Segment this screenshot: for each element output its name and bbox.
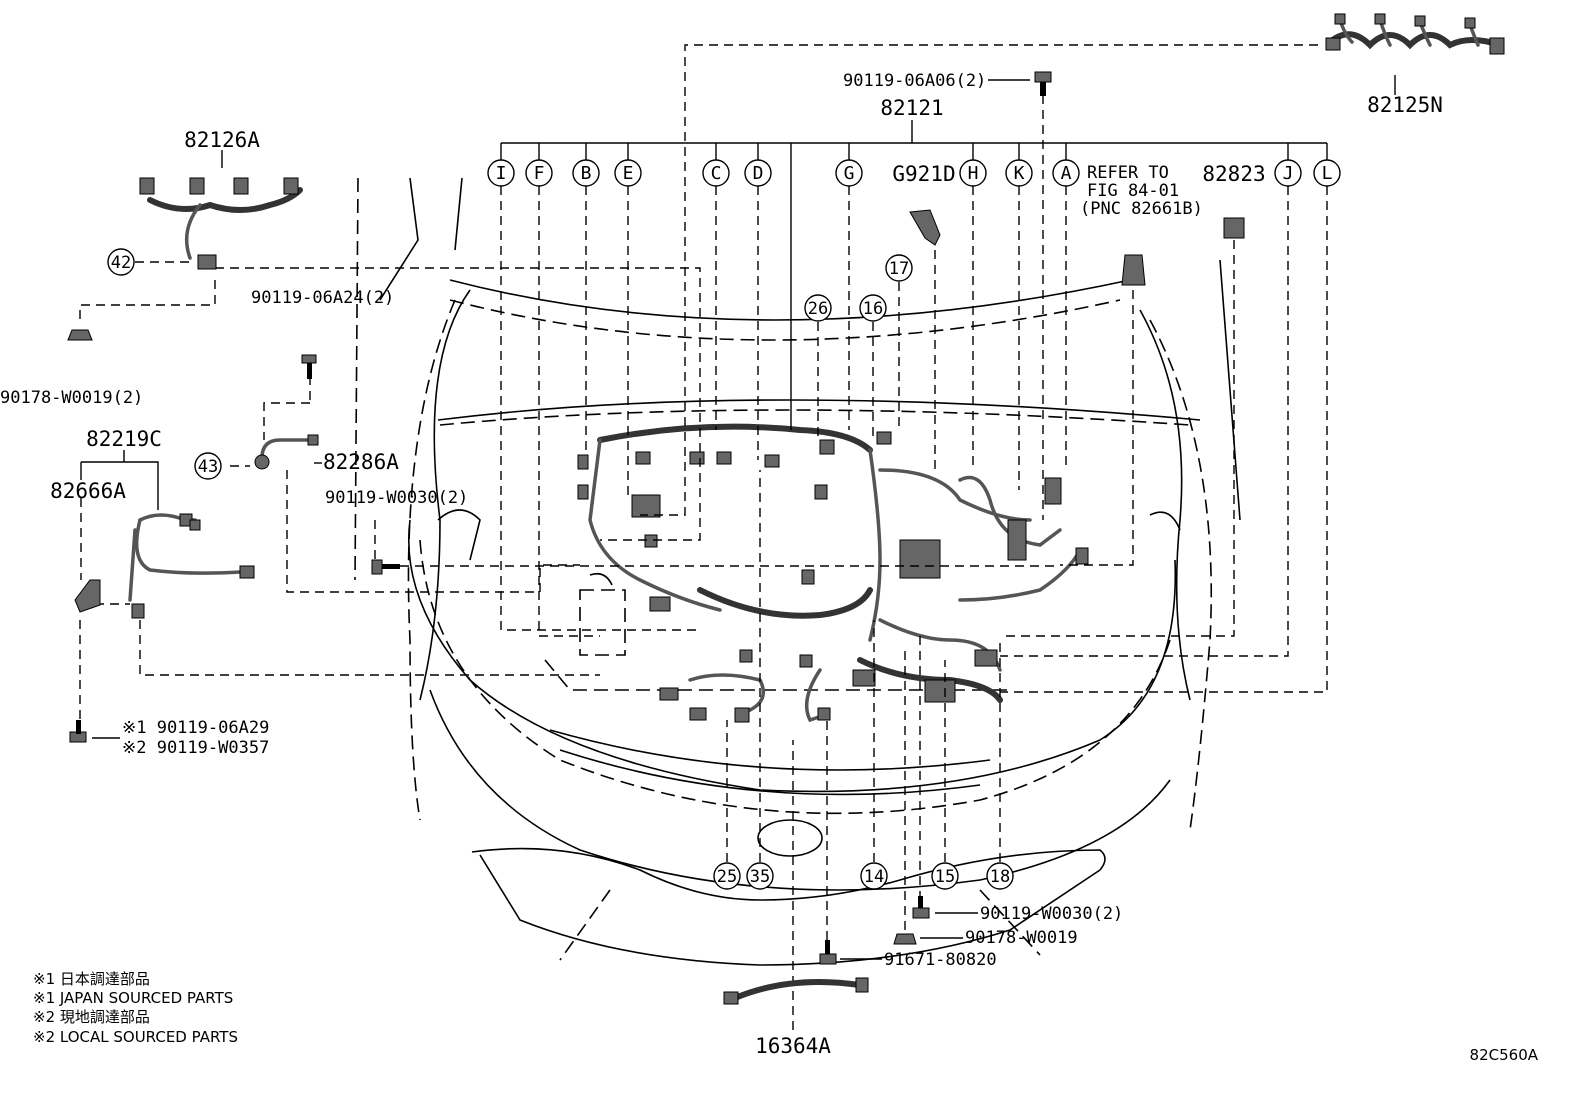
callout-26: 26	[808, 299, 828, 319]
label-90119-w0030-bottom[interactable]: 90119-W0030(2)	[980, 904, 1123, 924]
callout-letter-j: J	[1283, 163, 1294, 184]
sourcing-notes: ※1 日本調達部品 ※1 JAPAN SOURCED PARTS ※2 現地調達…	[33, 970, 238, 1046]
callout-letter-f: F	[534, 163, 545, 184]
bolt-06a06-icon[interactable]	[1034, 71, 1052, 96]
note-1-jp: ※1 日本調達部品	[33, 970, 150, 988]
clip-90178-icon[interactable]	[67, 329, 93, 341]
callout-16: 16	[863, 299, 883, 319]
label-82286a[interactable]: 82286A	[323, 450, 399, 474]
callout-14: 14	[864, 867, 884, 887]
bolt-80820-icon[interactable]	[819, 940, 837, 965]
callout-35: 35	[750, 867, 770, 887]
label-90119-w0030-left[interactable]: 90119-W0030(2)	[325, 488, 468, 508]
label-82121[interactable]: 82121	[880, 96, 943, 120]
vehicle-body-outline	[354, 177, 1241, 966]
label-82823[interactable]: 82823	[1202, 162, 1265, 186]
callout-25: 25	[717, 867, 737, 887]
harness-16364a-icon[interactable]	[723, 977, 869, 1005]
callout-letter-a: A	[1061, 163, 1072, 184]
bolt-w0030-bottom-icon[interactable]	[912, 896, 930, 919]
refer-connector-icon[interactable]	[1121, 254, 1146, 286]
label-91671-80820[interactable]: 91671-80820	[884, 950, 997, 970]
label-82219c[interactable]: 82219C	[86, 427, 162, 451]
harness-82286a-icon[interactable]	[254, 434, 319, 470]
label-90119-w0357[interactable]: ※2 90119-W0357	[122, 738, 269, 758]
note-2-jp: ※2 現地調達部品	[33, 1008, 150, 1026]
number-callouts: 42 43 26 16 17 25 35 14 15 18	[107, 248, 1014, 890]
harness-82125n-icon[interactable]	[1325, 13, 1505, 55]
callout-letter-d: D	[753, 163, 764, 184]
diagram-code: 82C560A	[1470, 1046, 1539, 1064]
harness-82219c-icon[interactable]	[128, 513, 255, 619]
note-1-en: ※1 JAPAN SOURCED PARTS	[33, 989, 233, 1007]
callout-letter-i: I	[496, 163, 507, 184]
callout-letter-g: G	[844, 163, 855, 184]
callout-17: 17	[889, 259, 909, 279]
bolt-06a29-icon[interactable]	[69, 720, 87, 743]
clip-g921d-icon[interactable]	[909, 209, 941, 246]
refer-line-2: FIG 84-01	[1087, 181, 1179, 201]
bracket-82666a-icon[interactable]	[74, 579, 101, 613]
leader-lines	[79, 44, 1396, 1030]
clip-90178-bottom-icon[interactable]	[893, 933, 917, 945]
label-90178-w0019-bottom[interactable]: 90178-W0019	[965, 928, 1078, 948]
label-82125n[interactable]: 82125N	[1367, 93, 1443, 117]
label-90119-06a24[interactable]: 90119-06A24(2)	[251, 288, 394, 308]
callout-letter-e: E	[623, 163, 634, 184]
letter-callouts: I F B E C D G H K A J L	[487, 159, 1341, 187]
callout-42: 42	[111, 253, 131, 273]
refer-line-1: REFER TO	[1087, 163, 1169, 183]
harness-82126a-icon[interactable]	[139, 177, 303, 270]
callout-letter-c: C	[711, 163, 722, 184]
callout-15: 15	[935, 867, 955, 887]
label-16364a[interactable]: 16364A	[755, 1034, 831, 1058]
label-82126a[interactable]: 82126A	[184, 128, 260, 152]
label-90119-06a06[interactable]: 90119-06A06(2)	[843, 71, 986, 91]
label-90178-w0019-left[interactable]: 90178-W0019(2)	[0, 388, 143, 408]
callout-letter-k: K	[1014, 163, 1025, 184]
callout-43: 43	[198, 457, 218, 477]
part-labels: 82121 82125N 82126A 82219C 82666A 82286A…	[0, 71, 1443, 1058]
bolt-06a24-icon[interactable]	[301, 354, 317, 379]
callout-letter-b: B	[581, 163, 592, 184]
label-90119-06a29[interactable]: ※1 90119-06A29	[122, 718, 269, 738]
callout-letter-l: L	[1322, 163, 1333, 184]
main-harness-82121[interactable]	[577, 423, 1089, 723]
bolt-w0030-left-icon[interactable]	[371, 559, 400, 575]
callout-letter-h: H	[968, 163, 979, 184]
label-g921d[interactable]: G921D	[892, 162, 955, 186]
connector-82823-icon[interactable]	[1223, 217, 1245, 239]
callout-18: 18	[990, 867, 1010, 887]
refer-line-3: (PNC 82661B)	[1080, 199, 1203, 219]
note-2-en: ※2 LOCAL SOURCED PARTS	[33, 1028, 238, 1046]
label-82666a[interactable]: 82666A	[50, 479, 126, 503]
